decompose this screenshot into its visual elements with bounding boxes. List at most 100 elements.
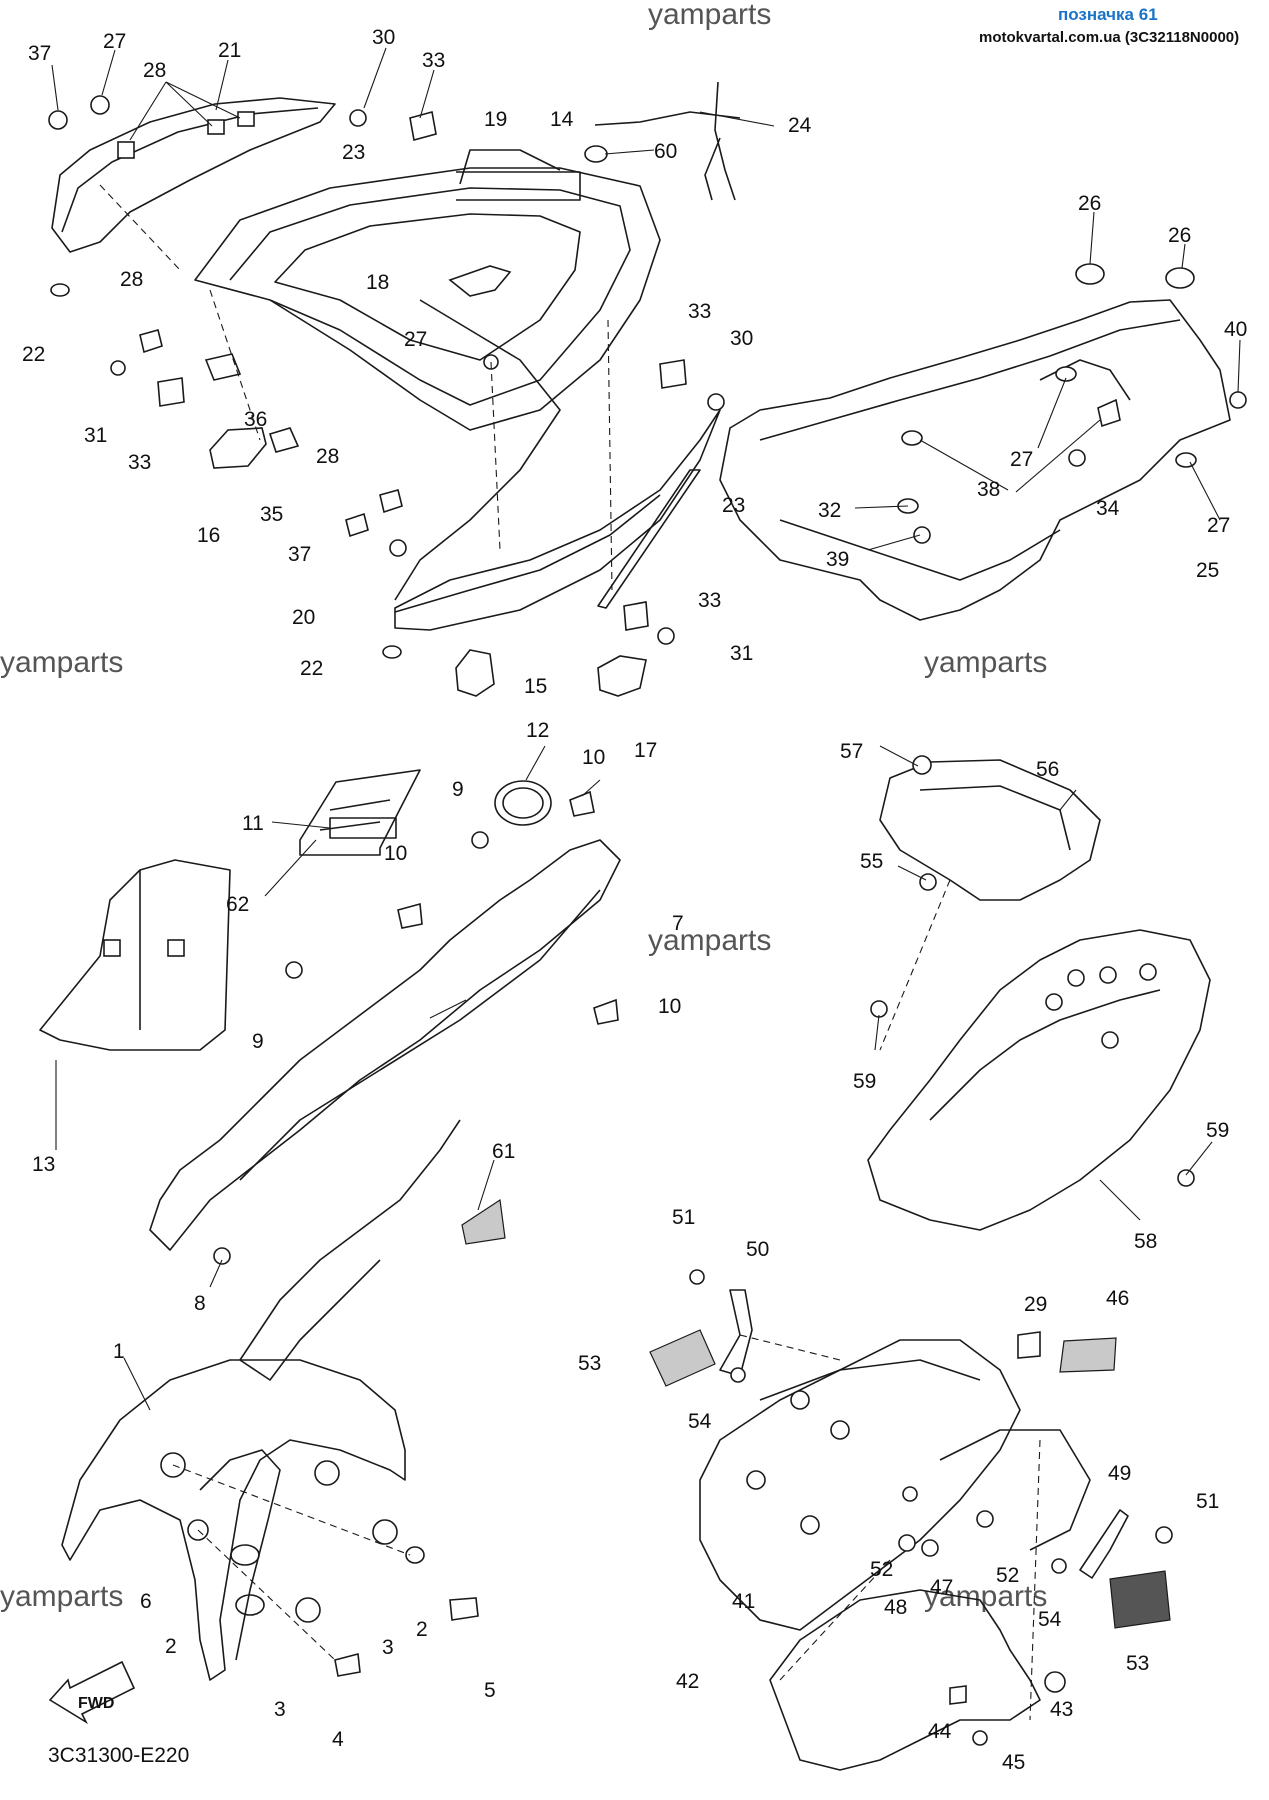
guide-line bbox=[490, 361, 501, 551]
fwd-label: FWD bbox=[78, 1695, 114, 1712]
callout-label: 33 bbox=[422, 49, 445, 72]
callout-label: 16 bbox=[197, 524, 220, 547]
callout-label: 31 bbox=[730, 642, 753, 665]
callout-label: 46 bbox=[1106, 1287, 1129, 1310]
callout-label: 45 bbox=[1002, 1751, 1025, 1774]
front-fender-part-1 bbox=[61, 1359, 406, 1681]
fwd-arrow-icon: FWD bbox=[48, 1660, 136, 1725]
rear-fender-part-41 bbox=[699, 1339, 1091, 1631]
callout-label: 40 bbox=[1224, 318, 1247, 341]
callout-label: 3 bbox=[274, 1698, 286, 1721]
callout-label: 11 bbox=[242, 812, 264, 835]
fasteners-middle-left bbox=[213, 831, 489, 1265]
grommet-part-60 bbox=[584, 145, 608, 163]
side-rail-23 bbox=[597, 469, 701, 609]
callout-label: 60 bbox=[654, 140, 677, 163]
bracket-part-16 bbox=[209, 427, 267, 469]
callout-label: 3 bbox=[382, 1636, 394, 1659]
callout-label: 33 bbox=[128, 451, 151, 474]
header-source: motokvartal.com.ua (3C32118N0000) bbox=[979, 29, 1239, 46]
under-cowl-part-20 bbox=[394, 299, 721, 631]
callout-label: 9 bbox=[252, 1030, 264, 1053]
callout-label: 28 bbox=[143, 59, 166, 82]
callout-label: 19 bbox=[484, 108, 507, 131]
callout-label: 54 bbox=[1038, 1608, 1062, 1631]
callout-numbers: 37 27 28 21 30 33 19 14 24 60 23 22 28 1… bbox=[22, 26, 1247, 1774]
fasteners-top-right bbox=[897, 263, 1247, 544]
guide-line bbox=[99, 184, 181, 271]
callout-label: 43 bbox=[1050, 1698, 1073, 1721]
callout-label: 4 bbox=[332, 1728, 344, 1751]
fasteners-rear-fender bbox=[689, 1269, 1173, 1746]
callout-label: 26 bbox=[1078, 192, 1101, 215]
watermark-right-upper: yamparts bbox=[924, 646, 1047, 679]
callout-label: 61 bbox=[492, 1140, 515, 1163]
guide-line bbox=[1029, 1439, 1041, 1721]
callout-label: 38 bbox=[977, 478, 1000, 501]
watermark-center: yamparts bbox=[648, 924, 771, 957]
callout-label: 5 bbox=[484, 1679, 496, 1702]
callout-label: 2 bbox=[165, 1635, 177, 1658]
watermark-top: yamparts bbox=[648, 0, 771, 31]
callout-label: 41 bbox=[732, 1590, 755, 1613]
guide-line bbox=[779, 1559, 891, 1681]
callout-label: 10 bbox=[384, 842, 407, 865]
callout-label: 20 bbox=[292, 606, 315, 629]
band-part-12 bbox=[494, 780, 552, 826]
callout-label: 18 bbox=[366, 271, 389, 294]
callout-label: 28 bbox=[120, 268, 143, 291]
callout-label: 36 bbox=[244, 408, 267, 431]
fasteners-top-left bbox=[48, 95, 725, 659]
guide-line bbox=[209, 289, 261, 441]
callout-label: 10 bbox=[658, 995, 681, 1018]
callout-label: 52 bbox=[996, 1564, 1019, 1587]
guide-line bbox=[879, 879, 951, 1051]
callout-label: 27 bbox=[404, 328, 427, 351]
seat-rail-part-19 bbox=[456, 171, 581, 201]
callout-label: 54 bbox=[688, 1410, 712, 1433]
callout-label: 59 bbox=[853, 1070, 876, 1093]
callout-label: 27 bbox=[1207, 514, 1230, 537]
callout-label: 15 bbox=[524, 675, 547, 698]
callout-label: 33 bbox=[688, 300, 711, 323]
guide-line bbox=[197, 1529, 336, 1661]
clip-part-17 bbox=[597, 655, 647, 697]
callout-label: 31 bbox=[84, 424, 107, 447]
callout-label: 9 bbox=[452, 778, 464, 801]
callout-label: 30 bbox=[730, 327, 753, 350]
callout-label: 1 bbox=[113, 1340, 125, 1363]
callout-label: 44 bbox=[928, 1720, 952, 1743]
side-cowl-left-part-21 bbox=[51, 97, 336, 253]
mudguard-part-42 bbox=[769, 1589, 1041, 1771]
header-title: позначка 61 bbox=[1058, 5, 1158, 24]
callout-label: 62 bbox=[226, 893, 249, 916]
callout-label: 47 bbox=[930, 1576, 953, 1599]
callout-label: 51 bbox=[672, 1206, 695, 1229]
callout-label: 12 bbox=[526, 719, 549, 742]
plate-part-61 bbox=[461, 1198, 506, 1245]
bracket-assembly-part-25 bbox=[719, 299, 1231, 621]
callout-label: 42 bbox=[676, 1670, 699, 1693]
callout-label: 37 bbox=[28, 42, 51, 65]
callout-label: 26 bbox=[1168, 224, 1191, 247]
callout-label: 22 bbox=[300, 657, 323, 680]
callout-label: 32 bbox=[818, 499, 841, 522]
callout-label: 48 bbox=[884, 1596, 907, 1619]
callout-label: 34 bbox=[1096, 497, 1120, 520]
callout-label: 17 bbox=[634, 739, 657, 762]
callout-label: 35 bbox=[260, 503, 283, 526]
callout-label: 23 bbox=[342, 141, 365, 164]
callout-label: 58 bbox=[1134, 1230, 1157, 1253]
callout-label: 7 bbox=[672, 912, 684, 935]
callout-label: 2 bbox=[416, 1618, 428, 1641]
rear-flap-part-58 bbox=[867, 929, 1211, 1231]
callout-label: 8 bbox=[194, 1292, 206, 1315]
callout-label: 28 bbox=[316, 445, 339, 468]
callout-label: 27 bbox=[103, 30, 126, 53]
seat-frame-part-14 bbox=[194, 149, 661, 431]
callout-label: 53 bbox=[578, 1352, 601, 1375]
fasteners-middle-right bbox=[870, 755, 1195, 1187]
callout-label: 53 bbox=[1126, 1652, 1149, 1675]
battery-case-part-13 bbox=[39, 859, 231, 1051]
